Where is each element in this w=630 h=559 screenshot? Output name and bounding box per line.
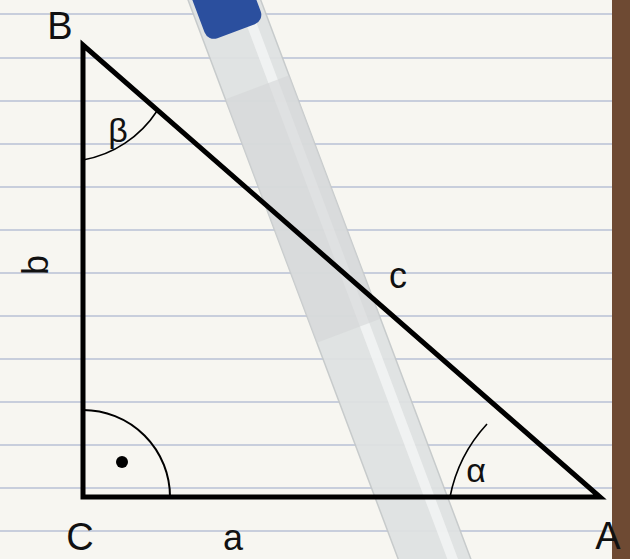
right-angle-arc <box>83 410 170 497</box>
ruled-line <box>0 358 612 360</box>
desk-edge <box>612 0 630 559</box>
ruled-line <box>0 401 612 403</box>
side-label: c <box>389 258 407 294</box>
beta-arc <box>83 111 157 160</box>
ruled-line <box>0 444 612 446</box>
pen-cap <box>187 0 264 42</box>
angle-label: α <box>466 453 486 487</box>
ruled-line <box>0 100 612 102</box>
vertex-label: C <box>66 518 93 556</box>
right-triangle <box>83 45 600 497</box>
right-angle-dot <box>116 456 128 468</box>
ruled-line <box>0 13 612 15</box>
ruled-line <box>0 487 612 489</box>
pen-grip <box>225 75 380 342</box>
vertex-label: A <box>595 517 620 555</box>
angle-label: β <box>108 113 128 147</box>
vertex-label: B <box>47 7 72 45</box>
side-label: a <box>223 520 243 556</box>
ruled-line <box>0 57 612 59</box>
pen <box>183 0 479 559</box>
alpha-arc <box>450 424 487 497</box>
side-label: b <box>18 255 54 275</box>
pen-highlight <box>226 0 468 559</box>
pen-barrel <box>183 0 479 559</box>
ruled-lines <box>0 14 612 531</box>
